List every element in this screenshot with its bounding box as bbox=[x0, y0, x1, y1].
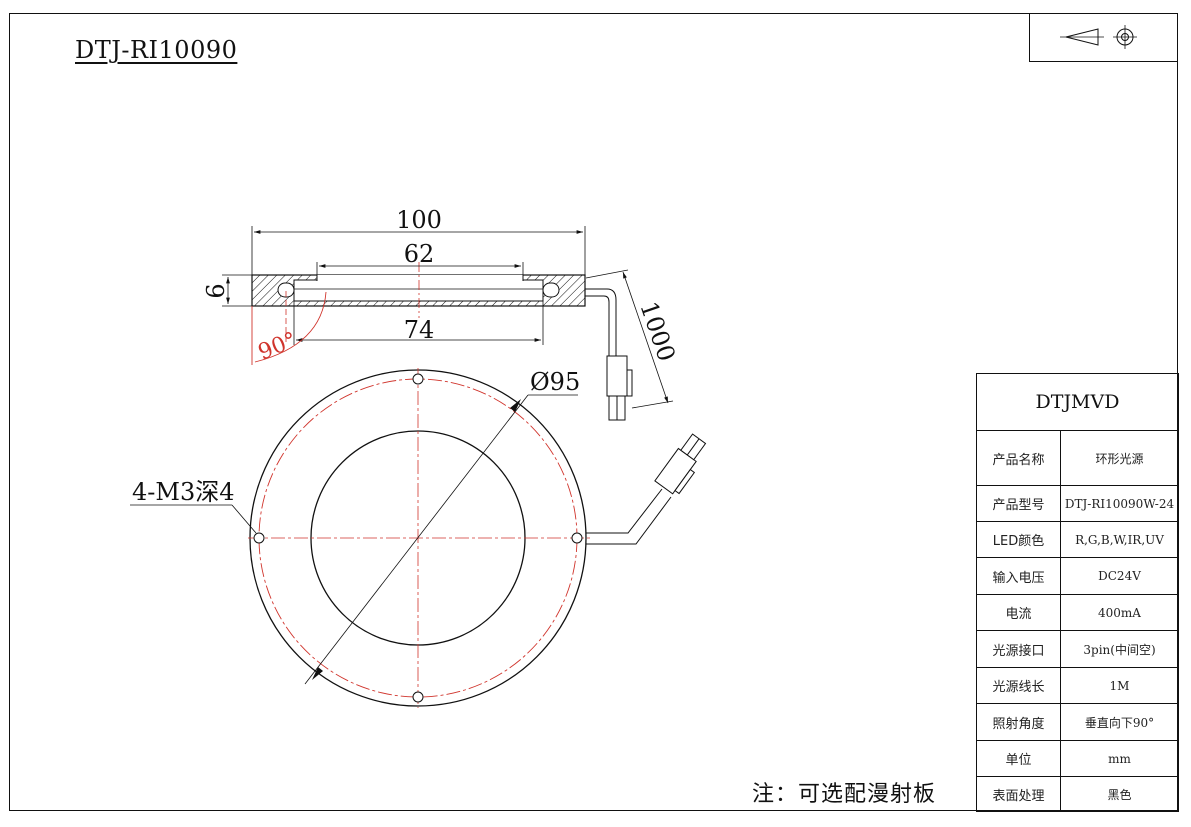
dimension-1000: 1000 bbox=[585, 269, 681, 409]
dimension-62: 62 bbox=[316, 240, 524, 275]
spec-value: 环形光源 bbox=[1060, 430, 1179, 486]
dimension-74: 74 bbox=[293, 301, 544, 345]
spec-key: 照射角度 bbox=[976, 703, 1061, 741]
spec-value: DC24V bbox=[1060, 557, 1179, 595]
spec-row: 表面处理 黑色 bbox=[976, 776, 1179, 812]
spec-row: 产品型号 DTJ-RI10090W-24 bbox=[976, 485, 1179, 522]
spec-row: 单位 mm bbox=[976, 740, 1179, 777]
spec-row: 电流 400mA bbox=[976, 594, 1179, 631]
projection-symbol-box bbox=[1029, 13, 1178, 62]
spec-key: 输入电压 bbox=[976, 557, 1061, 595]
spec-key: 单位 bbox=[976, 740, 1061, 777]
spec-value: mm bbox=[1060, 740, 1179, 777]
spec-table-header-row: DTJMVD bbox=[976, 373, 1179, 431]
spec-value: R,G,B,W,IR,UV bbox=[1060, 521, 1179, 558]
spec-table: DTJMVD 产品名称 环形光源 产品型号 DTJ-RI10090W-24 LE… bbox=[976, 373, 1179, 812]
dimension-100: 100 bbox=[251, 206, 586, 275]
holes-label: 4-M3深4 bbox=[132, 478, 235, 506]
spec-row: 照射角度 垂直向下90° bbox=[976, 703, 1179, 741]
front-view bbox=[248, 368, 707, 708]
dimension-9: 9 bbox=[200, 274, 252, 307]
spec-value: 黑色 bbox=[1060, 776, 1179, 812]
dimension-62-label: 62 bbox=[404, 240, 435, 268]
diameter-95-label: Ø95 bbox=[530, 368, 580, 396]
spec-key: 光源线长 bbox=[976, 667, 1061, 704]
dimension-74-label: 74 bbox=[404, 316, 435, 344]
spec-key: 产品型号 bbox=[976, 485, 1061, 522]
drawing-title: DTJ-RI10090 bbox=[75, 36, 238, 64]
spec-value: DTJ-RI10090W-24 bbox=[1060, 485, 1179, 522]
mounting-hole-top bbox=[412, 373, 424, 385]
mounting-hole-left bbox=[253, 532, 265, 544]
spec-key: LED颜色 bbox=[976, 521, 1061, 558]
spec-row: 产品名称 环形光源 bbox=[976, 430, 1179, 486]
diameter-95-annotation: Ø95 bbox=[304, 368, 580, 685]
spec-row: LED颜色 R,G,B,W,IR,UV bbox=[976, 521, 1179, 558]
spec-key: 电流 bbox=[976, 594, 1061, 631]
projection-symbol-icon bbox=[1060, 25, 1137, 49]
spec-table-header: DTJMVD bbox=[976, 373, 1179, 431]
dimension-100-label: 100 bbox=[396, 206, 442, 234]
mounting-hole-right bbox=[571, 532, 583, 544]
spec-row: 光源线长 1M bbox=[976, 667, 1179, 704]
holes-annotation: 4-M3深4 bbox=[130, 478, 257, 534]
spec-row: 光源接口 3pin(中间空) bbox=[976, 630, 1179, 668]
spec-row: 输入电压 DC24V bbox=[976, 557, 1179, 595]
spec-value: 1M bbox=[1060, 667, 1179, 704]
spec-value: 垂直向下90° bbox=[1060, 703, 1179, 741]
spec-value: 400mA bbox=[1060, 594, 1179, 631]
mounting-hole-bottom bbox=[412, 691, 424, 703]
note-text: 注：可选配漫射板 bbox=[752, 782, 937, 807]
dimension-9-label: 9 bbox=[200, 283, 228, 298]
angle-90-label: 90° bbox=[255, 328, 301, 366]
spec-key: 产品名称 bbox=[976, 430, 1061, 486]
spec-value: 3pin(中间空) bbox=[1060, 630, 1179, 668]
side-section-view bbox=[251, 262, 633, 421]
spec-key: 光源接口 bbox=[976, 630, 1061, 668]
dimension-1000-label: 1000 bbox=[634, 298, 680, 365]
spec-key: 表面处理 bbox=[976, 776, 1061, 812]
